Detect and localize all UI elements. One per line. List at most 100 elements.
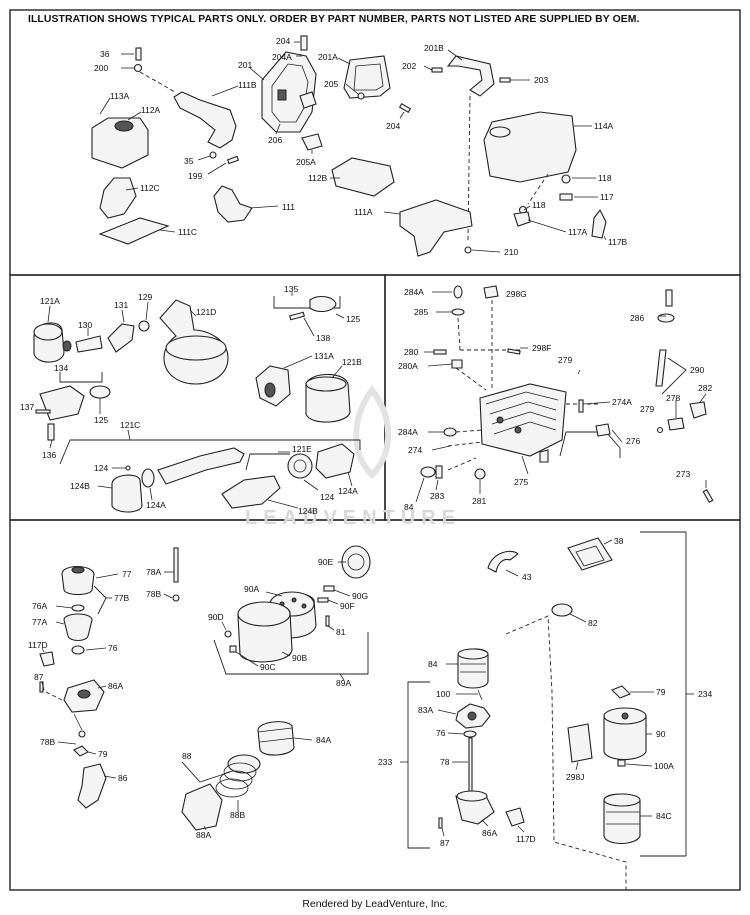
screen-88a <box>181 783 223 831</box>
bolt-36 <box>135 47 142 61</box>
label-129: 129 <box>138 292 152 302</box>
bolt-280 <box>433 349 447 355</box>
o-ring-76-filter <box>463 730 477 738</box>
wing-nut-79 <box>73 745 89 757</box>
label-206: 206 <box>268 135 282 145</box>
strap-201a <box>343 55 391 99</box>
diagram-header-notice: ILLUSTRATION SHOWS TYPICAL PARTS ONLY. O… <box>28 14 640 25</box>
gasket-125 <box>89 385 111 399</box>
label-90e: 90E <box>318 557 333 567</box>
nut-129 <box>138 320 150 332</box>
group-filters-left <box>39 547 180 809</box>
label-86a-left: 86A <box>108 681 123 691</box>
tube-290 <box>655 349 667 387</box>
coil-88b <box>227 754 261 774</box>
label-131: 131 <box>114 300 128 310</box>
label-90a: 90A <box>244 584 259 594</box>
label-275: 275 <box>514 477 528 487</box>
label-117b: 117B <box>608 237 628 247</box>
fuel-cap-neck <box>489 126 511 138</box>
muffler-tip-121e <box>221 475 281 509</box>
nut-78b <box>172 594 180 602</box>
stud-286 <box>665 289 673 307</box>
label-137: 137 <box>20 402 34 412</box>
cylinder-head-275 <box>479 383 567 457</box>
label-130: 130 <box>78 320 92 330</box>
label-124a-right: 124A <box>338 486 358 496</box>
label-111b: 111B <box>238 80 257 90</box>
label-124b-right: 124B <box>298 506 318 516</box>
label-84-filter: 84 <box>428 659 438 669</box>
label-290: 290 <box>690 365 704 375</box>
label-43: 43 <box>522 572 532 582</box>
label-274: 274 <box>408 445 422 455</box>
screw-137 <box>35 409 51 414</box>
label-83a: 83A <box>418 705 433 715</box>
clip-78b <box>78 730 86 738</box>
screw-204 <box>398 103 412 113</box>
bracket-111a <box>399 199 473 257</box>
bracket-111 <box>213 185 253 223</box>
label-79-filter: 79 <box>656 687 666 697</box>
label-100a: 100A <box>654 761 674 771</box>
adjuster-282 <box>689 401 707 419</box>
grommet-77 <box>61 565 95 596</box>
label-274a: 274A <box>612 397 632 407</box>
nut-90c <box>229 645 237 653</box>
cap-284a <box>453 285 463 299</box>
group-fuel-tank <box>91 35 607 257</box>
group-fuel-filter <box>400 531 694 892</box>
bolt-274a <box>578 399 584 413</box>
label-78a: 78A <box>146 567 161 577</box>
screw-203 <box>499 77 511 83</box>
bracket-112c <box>99 177 137 219</box>
label-135: 135 <box>284 284 298 294</box>
label-280: 280 <box>404 347 418 357</box>
label-90: 90 <box>656 729 666 739</box>
screw-87-filter <box>438 817 443 829</box>
label-279-bottom: 279 <box>640 404 654 414</box>
tailpipe-121c <box>157 447 245 485</box>
pipe-nipple-130 <box>75 335 103 353</box>
bolt-204 <box>300 35 308 51</box>
label-138: 138 <box>316 333 330 343</box>
flange-125 <box>309 295 337 313</box>
seal-286 <box>657 313 675 323</box>
label-82: 82 <box>588 618 598 628</box>
label-121e: 121E <box>292 444 312 454</box>
label-124a-left: 124A <box>146 500 166 510</box>
label-76a: 76A <box>32 601 47 611</box>
label-204: 204 <box>276 36 290 46</box>
pin-298f <box>507 348 521 355</box>
nut-210 <box>464 246 472 254</box>
label-131a: 131A <box>314 351 334 361</box>
label-285: 285 <box>414 307 428 317</box>
screw-199 <box>226 155 240 165</box>
label-78b-top: 78B <box>146 589 161 599</box>
label-298j: 298J <box>566 772 584 782</box>
label-204-screw: 204 <box>386 121 400 131</box>
label-202: 202 <box>402 61 416 71</box>
label-111c: 111C <box>178 227 197 237</box>
label-35: 35 <box>184 156 194 166</box>
spark-screen-124 <box>287 453 313 479</box>
screw-202 <box>431 67 443 73</box>
valve-117a <box>513 211 531 227</box>
label-121d: 121D <box>196 307 216 317</box>
group-cylinder-head <box>415 285 714 503</box>
fuel-tank-114a <box>483 111 577 183</box>
label-113a: 113A <box>110 91 130 101</box>
adapter-124a <box>315 443 355 479</box>
label-112c: 112C <box>140 183 160 193</box>
nut-100a <box>617 759 626 767</box>
label-100: 100 <box>436 689 450 699</box>
label-210: 210 <box>504 247 518 257</box>
label-284a-lower: 284A <box>398 427 418 437</box>
label-117d-filter: 117D <box>516 834 536 844</box>
label-77b: 77B <box>114 593 129 603</box>
rocker-278 <box>667 417 685 431</box>
bracket-111b <box>173 91 237 149</box>
washer-76a <box>71 604 85 612</box>
plug-84 <box>420 466 436 478</box>
label-36: 36 <box>100 49 110 59</box>
